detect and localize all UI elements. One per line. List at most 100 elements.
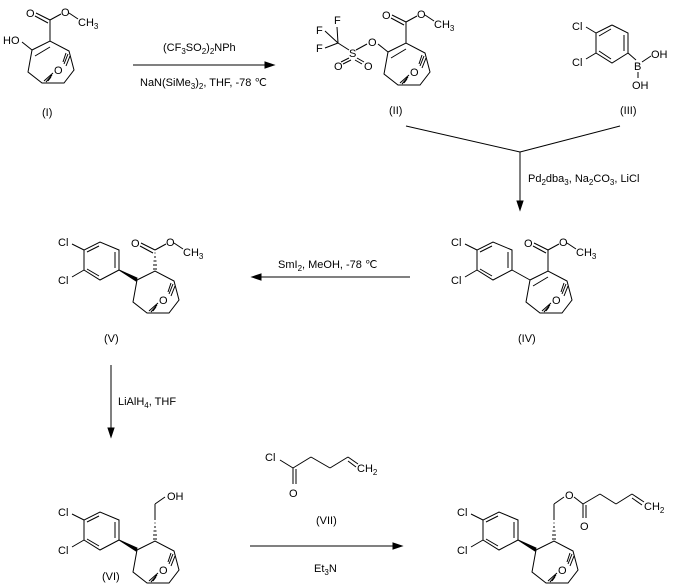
- bridge-oxygen: O: [410, 67, 419, 79]
- subscript: 2: [202, 47, 207, 56]
- formula-text: CH: [434, 19, 450, 31]
- reaction-arrow-step1: (CF3SO2)2NPh NaN(SiMe3)2, THF, -78 ℃: [133, 42, 276, 91]
- subscript: 2: [660, 506, 665, 515]
- formula-text: NaN(SiMe: [140, 77, 191, 89]
- atom-Cl: Cl: [457, 545, 467, 557]
- compound-III: Cl Cl B OH OH (III): [572, 21, 668, 117]
- atom-O: O: [524, 238, 533, 250]
- formula-text: ): [195, 77, 199, 89]
- atom-O: O: [559, 237, 568, 249]
- methyl-label: CH3: [434, 19, 455, 33]
- atom-O: O: [289, 488, 298, 500]
- hydroxyl-label: OH: [167, 491, 184, 503]
- formula-text: CH: [183, 247, 199, 259]
- subscript: 2: [199, 82, 204, 91]
- compound-II: O O CH3 O O S F F F O O (II): [316, 9, 455, 117]
- formula-text: SO: [186, 42, 202, 54]
- hydroxyl-label: HO: [3, 35, 20, 47]
- atom-O: O: [166, 237, 175, 249]
- atom-O: O: [382, 10, 391, 22]
- methyl-label: CH3: [78, 17, 99, 31]
- subscript: 2: [541, 178, 546, 187]
- formula-text: ): [206, 42, 210, 54]
- methyl-label: CH3: [183, 247, 204, 261]
- atom-F: F: [334, 15, 341, 27]
- atom-Cl: Cl: [572, 57, 582, 69]
- compound-label-IV: (IV): [518, 333, 536, 345]
- subscript: 2: [210, 47, 215, 56]
- subscript: 3: [450, 24, 455, 33]
- hydroxyl-label: OH: [632, 80, 649, 92]
- subscript: 2: [298, 264, 303, 273]
- atom-F: F: [316, 25, 323, 37]
- subscript: 3: [94, 22, 99, 31]
- atom-Cl: Cl: [58, 237, 68, 249]
- subscript: 2: [373, 468, 378, 477]
- compound-label-VI: (VI): [102, 571, 120, 583]
- reagent-step1-bottom: NaN(SiMe3)2, THF, -78 ℃: [140, 77, 267, 91]
- methylene-label: CH2: [357, 463, 378, 477]
- formula-text: Pd: [528, 173, 541, 185]
- atom-S: S: [349, 48, 356, 60]
- hydroxyl-label: OH: [651, 49, 668, 61]
- formula-text: CO: [593, 173, 610, 185]
- atom-O: O: [61, 7, 70, 19]
- reagent-step1-top: (CF3SO2)2NPh: [163, 42, 236, 56]
- atom-Cl: Cl: [572, 21, 582, 33]
- formula-text: CH: [644, 501, 660, 513]
- subscript: 3: [592, 252, 597, 261]
- reaction-arrow-step2: Pd2dba3, Na2CO3, LiCl: [405, 125, 639, 212]
- methyl-label: CH3: [576, 247, 597, 261]
- reaction-arrow-step5: Et3N: [250, 542, 404, 577]
- subscript: 4: [144, 401, 149, 410]
- atom-O: O: [417, 9, 426, 21]
- atom-Cl: Cl: [58, 507, 68, 519]
- methylene-label: CH2: [644, 501, 665, 515]
- formula-text: SmI: [278, 259, 298, 271]
- compound-I: O O CH3 HO O (I): [3, 7, 99, 119]
- formula-text: , Na: [569, 173, 590, 185]
- bridge-oxygen: O: [159, 295, 168, 307]
- atom-O: O: [131, 238, 140, 250]
- subscript: 3: [191, 82, 196, 91]
- formula-text: N: [329, 563, 337, 575]
- final-product: O O CH2 O Cl Cl: [457, 490, 665, 584]
- subscript: 3: [610, 178, 615, 187]
- atom-Cl: Cl: [457, 507, 467, 519]
- carbonyl-oxygen: O: [580, 521, 589, 533]
- ester-oxygen: O: [565, 490, 574, 502]
- subscript: 3: [199, 252, 204, 261]
- atom-O: O: [26, 8, 35, 20]
- reagent-step4: LiAlH4, THF: [118, 396, 176, 410]
- subscript: 3: [324, 568, 329, 577]
- compound-IV: O O CH3 O Cl Cl (IV): [451, 237, 597, 345]
- bridge-oxygen: O: [558, 565, 567, 577]
- compound-VI: OH O Cl Cl (VI): [58, 491, 184, 584]
- atom-F: F: [316, 43, 323, 55]
- formula-text: dba: [546, 173, 565, 185]
- formula-text: CH: [78, 17, 94, 29]
- compound-label-VII: (VII): [316, 515, 337, 527]
- formula-text: , THF, -78 ℃: [203, 77, 267, 89]
- atom-Cl: Cl: [58, 545, 68, 557]
- subscript: 2: [589, 178, 594, 187]
- formula-text: CH: [576, 247, 592, 259]
- atom-Cl: Cl: [58, 275, 68, 287]
- atom-B: B: [634, 61, 641, 73]
- compound-label-I: (I): [42, 107, 52, 119]
- formula-text: NPh: [214, 42, 235, 54]
- formula-text: (CF: [163, 42, 182, 54]
- formula-text: , THF: [149, 396, 177, 408]
- bridge-oxygen: O: [552, 295, 561, 307]
- atom-Cl: Cl: [451, 237, 461, 249]
- reaction-arrow-step3: SmI2, MeOH, -78 ℃: [250, 259, 410, 281]
- compound-VII: Cl O CH2 (VII): [265, 452, 378, 527]
- compound-label-II: (II): [389, 105, 402, 117]
- atom-Cl: Cl: [265, 452, 275, 464]
- atom-O: O: [364, 61, 373, 73]
- formula-text: LiAlH: [118, 396, 144, 408]
- formula-text: , LiCl: [614, 173, 639, 185]
- bridge-oxygen: O: [159, 565, 168, 577]
- bridge-oxygen: O: [54, 65, 63, 77]
